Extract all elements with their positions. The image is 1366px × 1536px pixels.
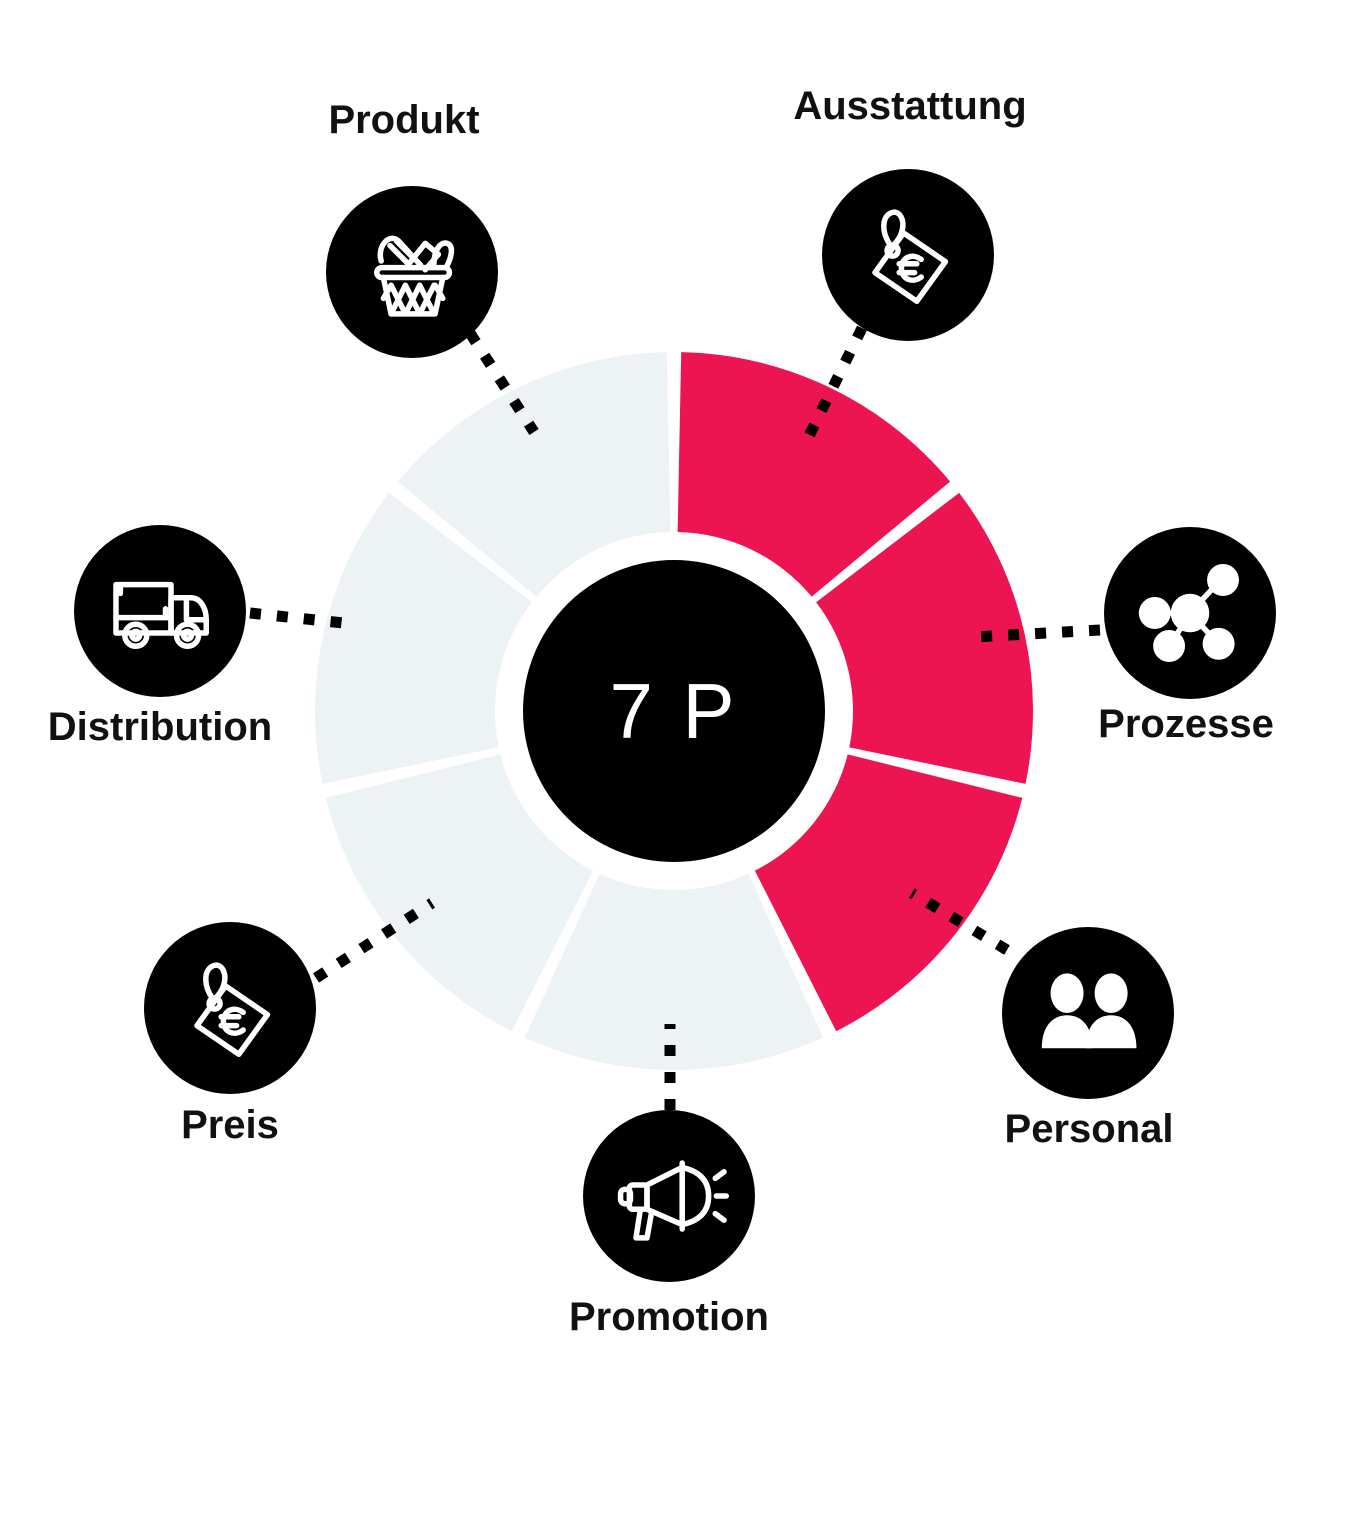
connector-distribution xyxy=(249,607,354,630)
node-circle-produkt[interactable] xyxy=(326,186,498,358)
node-label-personal: Personal xyxy=(1005,1107,1174,1151)
node-circle-personal[interactable] xyxy=(1002,927,1174,1099)
node-label-preis: Preis xyxy=(181,1103,279,1147)
segment-personal[interactable] xyxy=(754,754,1023,1032)
node-label-distribution: Distribution xyxy=(48,705,272,749)
node-icon-glyphs xyxy=(113,209,1239,1241)
node-circle-distribution[interactable] xyxy=(74,525,246,697)
connector-prozesse xyxy=(974,624,1101,643)
node-label-ausstattung: Ausstattung xyxy=(793,84,1026,128)
connector-personal xyxy=(909,888,1010,955)
megaphone-icon xyxy=(617,1160,729,1241)
connector-lines xyxy=(249,325,1101,1110)
connector-preis xyxy=(313,898,435,983)
node-labels: Produkt AusstattungProzessePersonalPromot… xyxy=(48,84,1274,1339)
center-hub-circle xyxy=(523,560,825,862)
segment-preis[interactable] xyxy=(325,754,594,1032)
node-circle-promotion[interactable] xyxy=(583,1110,755,1282)
node-label-prozesse: Prozesse xyxy=(1098,702,1274,746)
segment-distribution[interactable] xyxy=(314,492,532,784)
center-label-7p: 7 P xyxy=(609,667,738,755)
segment-ausstattung[interactable] xyxy=(677,352,951,597)
price-tag-euro-icon xyxy=(194,962,271,1057)
segment-promotion[interactable] xyxy=(524,873,824,1071)
two-people-icon xyxy=(1041,973,1137,1049)
connector-produkt xyxy=(465,330,539,435)
delivery-truck-icon xyxy=(113,581,209,649)
donut-segments xyxy=(314,352,1033,1071)
shopping-basket-icon xyxy=(374,235,455,317)
node-label-produkt: Produkt xyxy=(328,98,479,142)
node-label-promotion: Promotion xyxy=(569,1295,769,1339)
network-nodes-icon xyxy=(1138,564,1239,662)
segment-produkt[interactable] xyxy=(397,352,671,597)
segment-prozesse[interactable] xyxy=(816,492,1033,784)
price-tag-euro-icon xyxy=(872,209,949,304)
connector-ausstattung xyxy=(804,325,867,439)
